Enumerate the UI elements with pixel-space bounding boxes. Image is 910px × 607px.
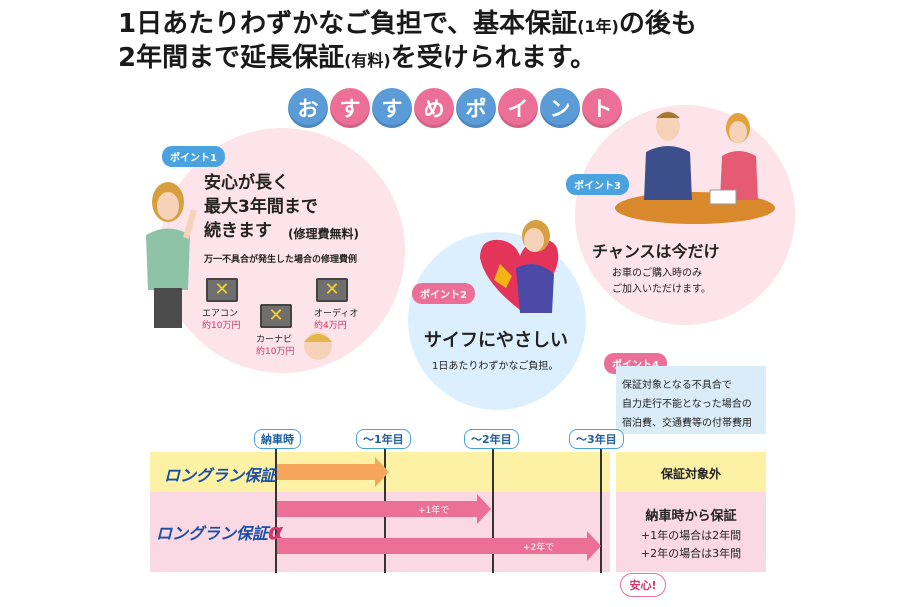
headline-line1-text-a: 1日あたりわずかなご負担で、基本保証 <box>118 9 578 39</box>
detail-line-1: +1年の場合は2年間 <box>640 529 742 542</box>
point2-tag: ポイント2 <box>412 283 475 304</box>
timeline-label-year3: 〜3年目 <box>569 429 624 449</box>
headline-line1-paren: (1年) <box>577 17 619 36</box>
point1-title-line-3: 続きます <box>204 221 272 241</box>
worried-face-icon <box>304 332 332 360</box>
item-aircon-cost: 約10万円 <box>202 321 241 331</box>
point2-title: サイフにやさしい <box>424 330 568 351</box>
timeline-line-delivery <box>275 445 277 573</box>
point3-sub-line-1: お車のご購入時のみ <box>612 268 702 279</box>
point4-line-3: 宿泊費、交通費等の付帯費用 <box>622 418 752 429</box>
timeline-label-year1: 〜1年目 <box>356 429 411 449</box>
recommend-char-1: お <box>288 88 328 128</box>
headline-line-1: 1日あたりわずかなご負担で、基本保証(1年)の後も <box>118 8 818 43</box>
point1-tag: ポイント1 <box>162 146 225 167</box>
row2-brand-text: ロングラン保証 <box>156 524 269 543</box>
item-audio-name: オーディオ <box>314 309 359 319</box>
recommend-char-2: す <box>330 88 370 128</box>
point1-title-note: (修理費無料) <box>288 227 359 241</box>
timeline-label-year2: 〜2年目 <box>464 429 519 449</box>
from-delivery-box <box>616 492 766 572</box>
from-delivery-text: 納車時から保証 <box>645 509 737 524</box>
arrow-plus2-label: +2年で <box>523 543 555 553</box>
recommend-char-5: ポ <box>456 88 496 128</box>
point3-title: チャンスは今だけ <box>592 242 720 261</box>
row2-brand: ロングラン保証α <box>156 520 283 545</box>
point2-sub: 1日あたりわずかなご負担。 <box>432 361 559 372</box>
point1-example-title: 万一不具合が発生した場合の修理費例 <box>204 255 358 265</box>
arrow-plus1-label: +1年で <box>418 506 450 516</box>
item-aircon-name: エアコン <box>202 309 239 319</box>
couple-at-table-illustration <box>615 111 775 224</box>
audio-icon: ✕ <box>316 278 348 302</box>
point1-title-line-2: 最大3年間まで <box>204 197 318 217</box>
item-carnavi-name: カーナビ <box>256 335 293 345</box>
headline-line2-text-b: を受けられます。 <box>390 43 597 73</box>
row2-arrow-plus1 <box>277 494 491 524</box>
woman-illustration <box>146 182 197 328</box>
out-of-scope-box <box>616 452 766 492</box>
headline-line2-paren: (有料) <box>344 51 391 70</box>
point4-box <box>616 366 766 434</box>
point1-title-line-1: 安心が長く <box>204 173 289 193</box>
timeline-label-delivery: 納車時 <box>254 429 301 449</box>
headline-line2-text-a: 2年間まで延長保証 <box>118 43 345 73</box>
point1-circle <box>160 128 405 373</box>
row1-arrow <box>277 457 389 487</box>
headline-line1-text-b: の後も <box>618 9 697 39</box>
point3-tag: ポイント3 <box>566 174 629 195</box>
headline-line-2: 2年間まで延長保証(有料)を受けられます。 <box>118 42 818 77</box>
carnavi-icon: ✕ <box>260 304 292 328</box>
item-audio-cost: 約4万円 <box>314 321 347 331</box>
recommend-char-7: ン <box>540 88 580 128</box>
timeline-line-year2 <box>492 445 494 573</box>
aircon-icon: ✕ <box>206 278 238 302</box>
point4-line-1: 保証対象となる不具合で <box>622 380 732 391</box>
relief-badge: 安心! <box>620 573 666 597</box>
recommend-char-6: イ <box>498 88 538 128</box>
recommend-char-8: ト <box>582 88 622 128</box>
timeline-line-year3 <box>600 445 602 573</box>
recommend-char-4: め <box>414 88 454 128</box>
point3-sub-line-2: ご加入いただけます。 <box>612 284 711 295</box>
row1-brand: ロングラン保証 <box>164 466 277 485</box>
woman-with-wallet-illustration <box>480 220 559 313</box>
detail-line-2: +2年の場合は3年間 <box>640 547 742 560</box>
point4-line-2: 自力走行不能となった場合の <box>622 399 752 410</box>
item-carnavi-cost: 約10万円 <box>256 347 295 357</box>
out-of-scope-text: 保証対象外 <box>660 467 721 481</box>
recommend-char-3: す <box>372 88 412 128</box>
row2-arrow-plus2 <box>277 531 601 561</box>
